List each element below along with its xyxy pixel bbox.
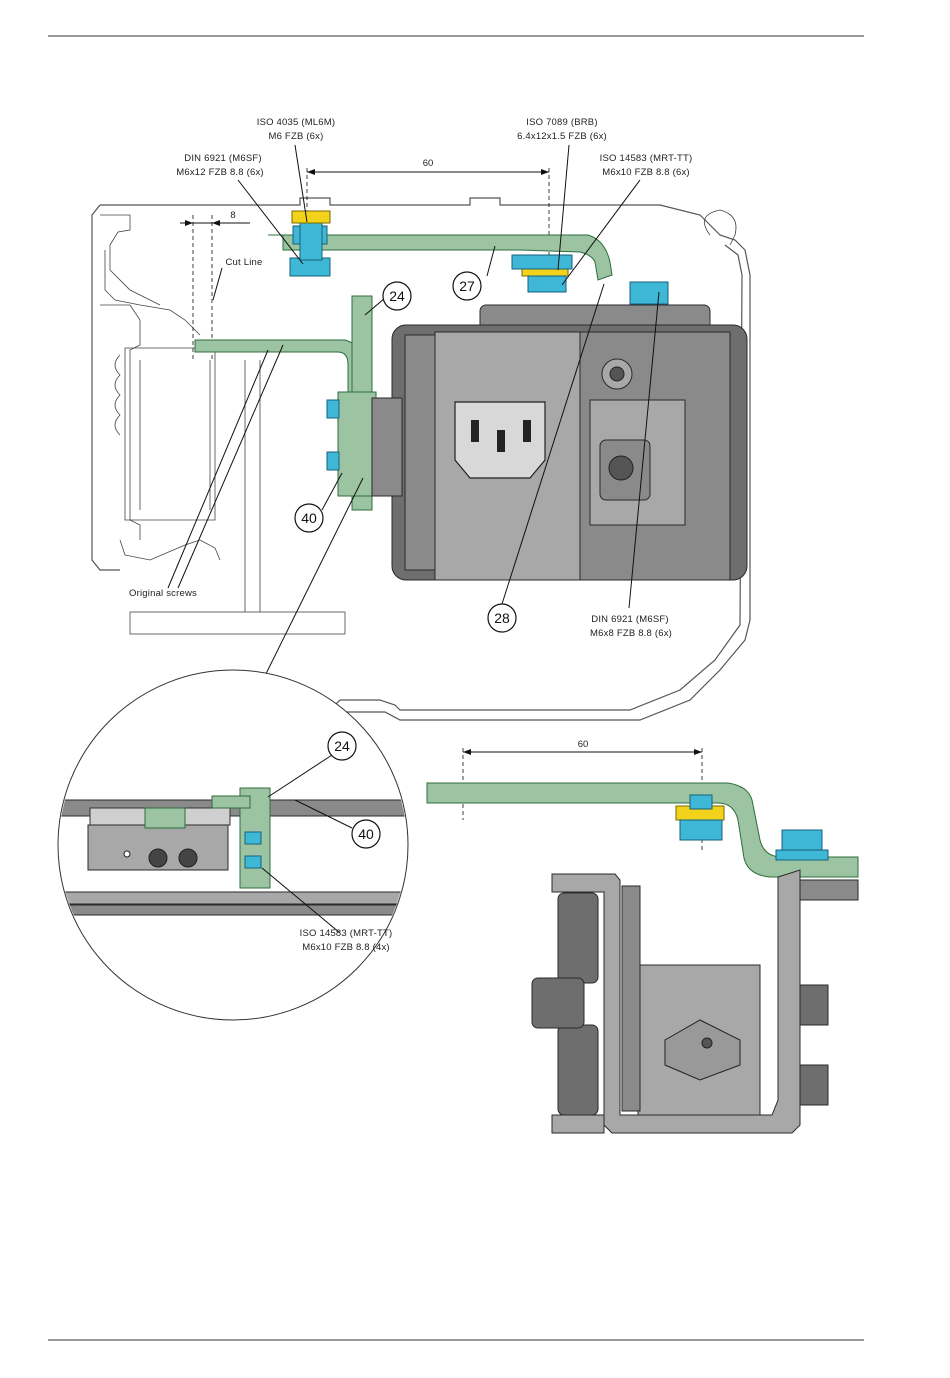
dimension-60-label: 60 bbox=[423, 158, 434, 169]
label-iso14583-detail: ISO 14583 (MRT-TT) bbox=[300, 928, 393, 939]
callout-24-top: 24 bbox=[383, 282, 411, 310]
svg-text:40: 40 bbox=[358, 826, 374, 842]
label-iso7089-spec: 6.4x12x1.5 FZB (6x) bbox=[517, 131, 607, 142]
label-iso14583-detail-spec: M6x10 FZB 8.8 (4x) bbox=[302, 942, 390, 953]
label-original-screws: Original screws bbox=[129, 588, 197, 599]
side-view-assembly bbox=[427, 783, 858, 1133]
callout-40-detail: 40 bbox=[352, 820, 380, 848]
side-dimension-60-label: 60 bbox=[578, 739, 589, 750]
dimension-8-label: 8 bbox=[230, 210, 235, 221]
top-dimension-8: 8 bbox=[180, 210, 250, 360]
label-iso7089: ISO 7089 (BRB) bbox=[526, 117, 597, 128]
svg-text:24: 24 bbox=[389, 288, 405, 304]
svg-text:24: 24 bbox=[334, 738, 350, 754]
label-iso14583-top-spec: M6x10 FZB 8.8 (6x) bbox=[602, 167, 690, 178]
label-din6921-bottom: DIN 6921 (M6SF) bbox=[591, 614, 668, 625]
label-din6921-top: DIN 6921 (M6SF) bbox=[184, 153, 261, 164]
svg-text:28: 28 bbox=[494, 610, 510, 626]
label-iso14583-top: ISO 14583 (MRT-TT) bbox=[600, 153, 693, 164]
svg-text:27: 27 bbox=[459, 278, 475, 294]
callout-40-top: 40 bbox=[295, 504, 323, 532]
plate-40 bbox=[338, 392, 376, 496]
label-iso4035: ISO 4035 (ML6M) bbox=[257, 117, 336, 128]
detail-view bbox=[40, 670, 440, 1020]
motor-unit bbox=[372, 305, 747, 580]
callout-27: 27 bbox=[453, 272, 481, 300]
callout-24-detail: 24 bbox=[328, 732, 356, 760]
svg-text:40: 40 bbox=[301, 510, 317, 526]
label-din6921-bottom-spec: M6x8 FZB 8.8 (6x) bbox=[590, 628, 672, 639]
label-iso4035-spec: M6 FZB (6x) bbox=[269, 131, 324, 142]
callout-28: 28 bbox=[488, 604, 516, 632]
label-din6921-top-spec: M6x12 FZB 8.8 (6x) bbox=[176, 167, 264, 178]
label-cut-line: Cut Line bbox=[226, 257, 263, 268]
